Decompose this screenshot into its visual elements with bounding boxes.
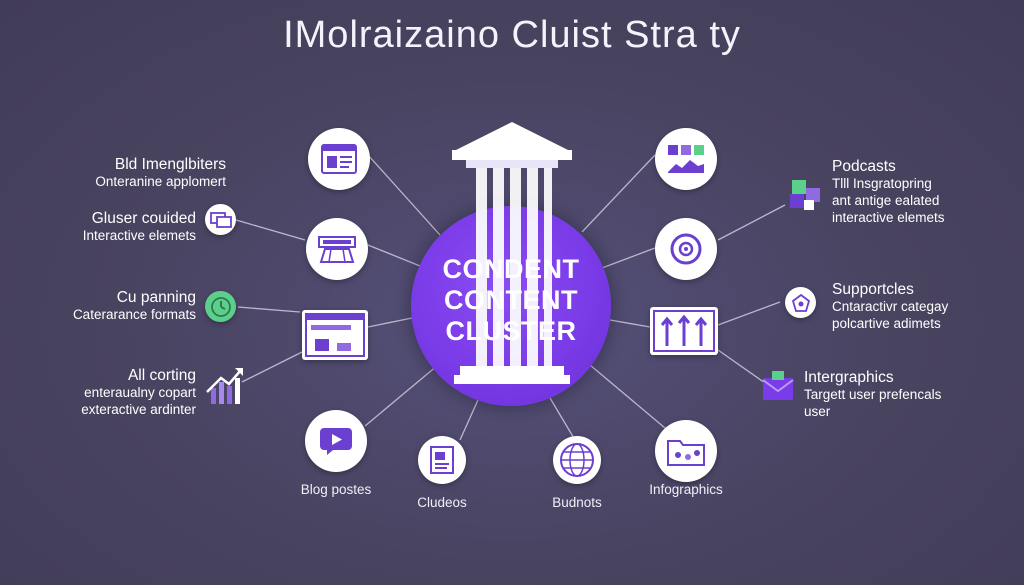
label-6-line-2: polcartive adimets xyxy=(832,316,941,331)
page-title: IMolraizaino Cluist Stra ty xyxy=(283,14,741,56)
document-icon xyxy=(430,446,454,474)
label-2-title: Gluser couided xyxy=(91,210,196,227)
label-4-line-1: enteraualny copart xyxy=(84,385,196,400)
webpage-layout-icon xyxy=(305,313,365,357)
video-play-icon xyxy=(320,428,352,455)
node-dashboard[interactable] xyxy=(306,218,368,280)
label-7-line-1: Targett user prefencals xyxy=(804,387,942,402)
caption-budnots: Budnots xyxy=(552,495,602,510)
label-group-6: Supportcles Cntaractivr categay polcarti… xyxy=(832,281,948,332)
label-group-1: Bld Imenglbiters Onteranine applomert xyxy=(40,156,226,190)
node-folder[interactable] xyxy=(655,420,717,482)
label-2-line-1: Interactive elemets xyxy=(82,228,196,243)
clock-icon xyxy=(210,296,231,317)
label-3-title: Cu panning xyxy=(116,289,196,306)
caption-videos: Cludeos xyxy=(417,495,467,510)
node-video[interactable] xyxy=(305,410,367,472)
hub-line-1: CONDENT xyxy=(442,254,580,284)
label-1-line-1: Onteranine applomert xyxy=(95,174,226,189)
audio-disc-icon xyxy=(670,233,702,265)
label-7-title: Intergraphics xyxy=(804,369,894,386)
label-5-line-3: interactive elemets xyxy=(832,210,945,225)
label-1-title: Bld Imenglbiters xyxy=(114,156,226,173)
mail-icon xyxy=(762,371,794,400)
bar-arrows-icon xyxy=(653,310,715,352)
label-group-3: Cu panning Caterarance formats xyxy=(40,289,196,323)
label-7-line-2: user xyxy=(804,404,831,419)
image-gallery-icon xyxy=(668,145,704,173)
label-group-7: Intergraphics Targett user prefencals us… xyxy=(804,369,941,420)
label-3-line-1: Caterarance formats xyxy=(72,307,196,322)
node-chat[interactable] xyxy=(205,204,236,235)
dashboard-icon xyxy=(318,236,356,263)
globe-icon xyxy=(560,443,594,477)
label-5-title: Podcasts xyxy=(832,158,896,175)
node-browser[interactable] xyxy=(308,128,370,190)
label-group-4: All corting enteraualny copart exteracti… xyxy=(40,367,196,418)
hub-line-2: CONTENT xyxy=(444,285,578,315)
hub-label: CONDENT CONTENT CLUSTER xyxy=(411,254,611,347)
node-audio[interactable] xyxy=(655,218,717,280)
label-group-5: Podcasts Tlll Insgratopring ant antige e… xyxy=(832,158,945,226)
caption-blog: Blog postes xyxy=(300,482,372,497)
node-document[interactable] xyxy=(418,436,466,484)
puzzle-icon xyxy=(790,180,820,210)
label-4-title: All corting xyxy=(127,367,196,384)
label-6-title: Supportcles xyxy=(832,281,914,298)
caption-infographics: Infographics xyxy=(649,482,723,497)
node-clock[interactable] xyxy=(205,291,236,322)
pillar-icon xyxy=(452,122,572,384)
node-globe[interactable] xyxy=(553,436,601,484)
label-group-2: Gluser couided Interactive elemets xyxy=(40,210,196,244)
label-5-line-1: Tlll Insgratopring xyxy=(832,176,932,191)
badge-icon xyxy=(791,293,810,312)
node-webpage[interactable] xyxy=(302,310,368,360)
node-gallery[interactable] xyxy=(655,128,717,190)
label-4-line-2: exteractive ardinter xyxy=(81,402,196,417)
hub-line-3: CLUSTER xyxy=(445,316,577,346)
node-badge[interactable] xyxy=(785,287,816,318)
chart-arrow-icon xyxy=(206,368,243,404)
browser-window-icon xyxy=(321,144,357,174)
node-analytics[interactable] xyxy=(650,307,718,355)
label-6-line-1: Cntaractivr categay xyxy=(832,299,949,314)
chat-bubble-icon xyxy=(209,211,232,228)
label-5-line-2: ant antige ealated xyxy=(832,193,940,208)
folder-chart-icon xyxy=(667,440,705,466)
